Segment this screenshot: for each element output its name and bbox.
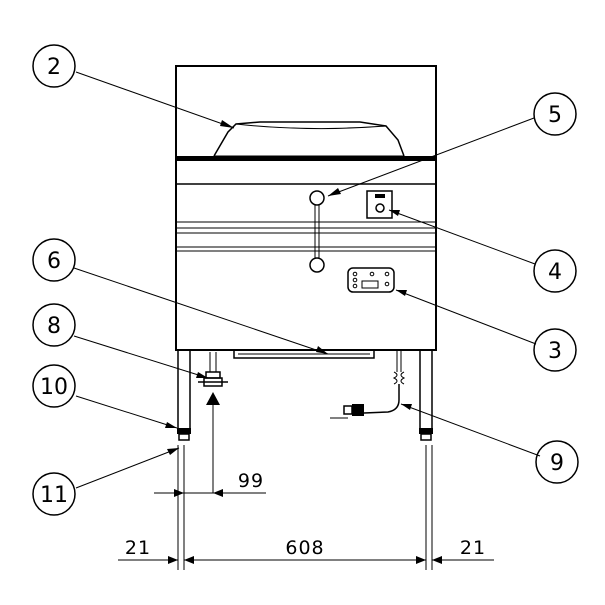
dimension-right-margin: 21 [460,537,486,559]
dimension-lines [118,445,494,570]
legs [177,349,433,441]
callout-6: 6 [32,238,76,282]
callout-3: 3 [533,328,577,372]
callout-4-label: 4 [548,260,562,285]
callout-8: 8 [32,303,76,347]
level-gauge [309,190,325,273]
drain-valve [198,352,228,493]
power-cord [330,350,406,419]
callout-2-label: 2 [47,55,61,80]
callout-10: 10 [32,364,76,408]
control-panel [347,267,395,293]
callout-4: 4 [533,249,577,293]
callout-8-label: 8 [47,314,61,339]
callout-10-label: 10 [40,375,68,400]
callout-2: 2 [32,44,76,88]
callout-5-label: 5 [548,103,562,128]
dimension-width: 608 [285,537,324,559]
leader-lines [73,71,541,489]
cabinet [175,65,437,351]
callout-11-label: 11 [40,483,68,508]
dimension-offset: 99 [238,470,264,492]
switch-box [366,190,393,219]
drip-tray [233,349,375,359]
pot-lid [213,121,405,157]
dimension-left-margin: 21 [125,537,151,559]
callout-9-label: 9 [550,451,564,476]
callout-11: 11 [32,472,76,516]
callout-9: 9 [535,440,579,484]
callout-5: 5 [533,92,577,136]
callout-3-label: 3 [548,339,562,364]
callout-6-label: 6 [47,249,61,274]
